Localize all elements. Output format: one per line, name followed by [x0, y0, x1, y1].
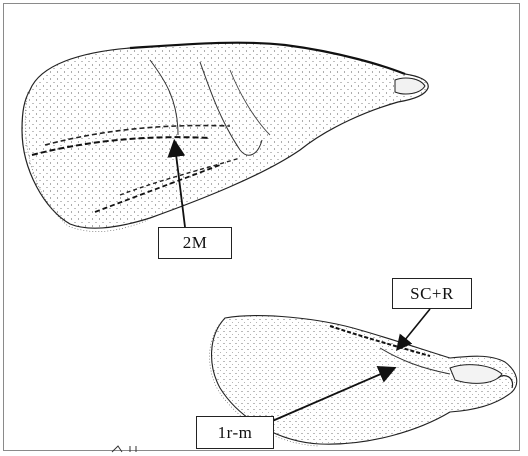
forewing — [22, 43, 428, 232]
label-1r-m: 1r-m — [196, 416, 274, 449]
arrow-sc-r — [400, 309, 430, 346]
label-sc-r: SC+R — [392, 278, 472, 309]
label-2m: 2M — [158, 227, 232, 259]
scale-marks — [112, 446, 136, 452]
forewing-membrane — [22, 43, 428, 229]
